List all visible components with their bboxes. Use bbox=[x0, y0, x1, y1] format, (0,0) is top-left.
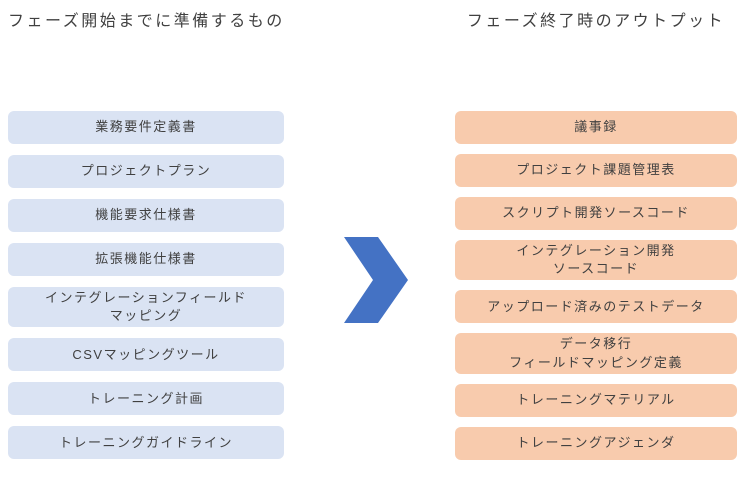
left-items-list: 業務要件定義書 プロジェクトプラン 機能要求仕様書 拡張機能仕様書 インテグレー… bbox=[8, 111, 284, 460]
right-column: フェーズ終了時のアウトプット 議事録 プロジェクト課題管理表 スクリプト開発ソー… bbox=[455, 0, 737, 477]
left-item-training-guideline: トレーニングガイドライン bbox=[8, 426, 284, 460]
right-item-training-material: トレーニングマテリアル bbox=[455, 383, 737, 417]
right-column-title: フェーズ終了時のアウトプット bbox=[466, 13, 726, 30]
right-item-training-agenda: トレーニングアジェンダ bbox=[455, 426, 737, 460]
left-column: フェーズ開始までに準備するもの 業務要件定義書 プロジェクトプラン 機能要求仕様… bbox=[8, 0, 284, 477]
right-item-issue-management: プロジェクト課題管理表 bbox=[455, 154, 737, 187]
left-item-project-plan: プロジェクトプラン bbox=[8, 155, 284, 188]
right-item-minutes: 議事録 bbox=[455, 111, 737, 144]
left-item-training-plan: トレーニング計画 bbox=[8, 382, 284, 416]
right-item-script-source: スクリプト開発ソースコード bbox=[455, 197, 737, 230]
right-item-data-migration-mapping: データ移行 フィールドマッピング定義 bbox=[455, 333, 737, 374]
right-item-uploaded-test-data: アップロード済みのテストデータ bbox=[455, 290, 737, 324]
left-item-extended-spec: 拡張機能仕様書 bbox=[8, 243, 284, 276]
left-item-integration-field-mapping: インテグレーションフィールド マッピング bbox=[8, 287, 284, 328]
right-item-integration-source: インテグレーション開発 ソースコード bbox=[455, 240, 737, 281]
left-item-business-requirements: 業務要件定義書 bbox=[8, 111, 284, 144]
right-items-list: 議事録 プロジェクト課題管理表 スクリプト開発ソースコード インテグレーション開… bbox=[455, 111, 737, 460]
chevron-right-arrow-icon bbox=[344, 237, 408, 323]
left-item-csv-mapping-tool: CSVマッピングツール bbox=[8, 338, 284, 372]
left-column-title: フェーズ開始までに準備するもの bbox=[8, 13, 285, 30]
left-item-functional-spec: 機能要求仕様書 bbox=[8, 199, 284, 232]
